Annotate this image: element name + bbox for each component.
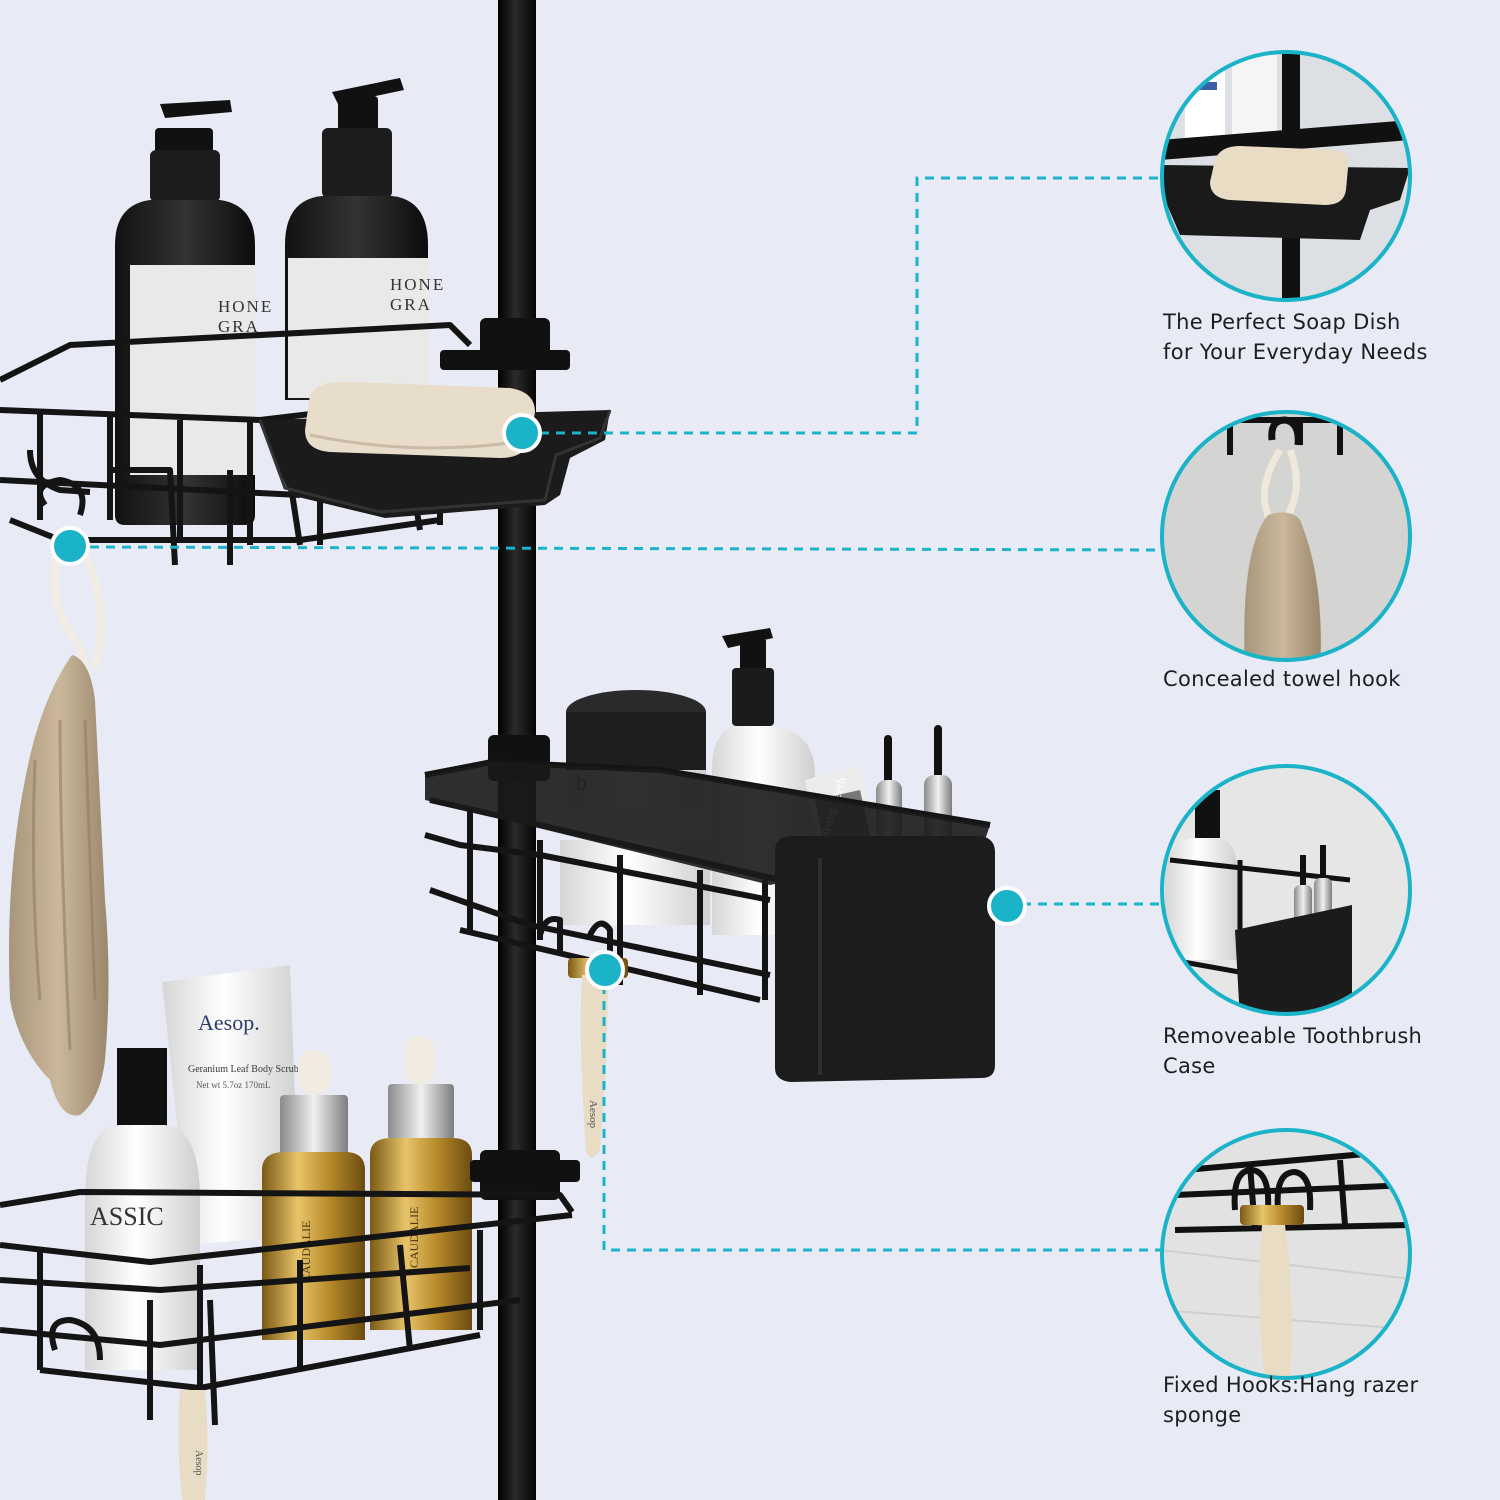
- detail-circle-soap-dish: [1160, 50, 1412, 302]
- bottle-label: HONE: [218, 297, 273, 316]
- callout-line-towel: [89, 545, 1161, 552]
- caption-line: sponge: [1163, 1403, 1242, 1427]
- caption-soap-dish: The Perfect Soap Dish for Your Everyday …: [1163, 307, 1463, 367]
- tube-brand: Aesop.: [198, 1010, 260, 1035]
- caption-toothbrush-case: Removeable Toothbrush Case: [1163, 1021, 1463, 1081]
- top-shelf-group: HONE GRA HONE GRA: [0, 78, 612, 566]
- razor-handle: [178, 1390, 208, 1500]
- caption-razor-hook: Fixed Hooks:Hang razer sponge: [1163, 1370, 1463, 1430]
- caption-line: for Your Everyday Needs: [1163, 340, 1428, 364]
- razor-label: Aesop: [193, 1450, 204, 1476]
- bottle-label: GRA: [390, 295, 432, 314]
- shelf-arm: [440, 350, 570, 370]
- dropper-bottle: CAUDALIE: [370, 1036, 472, 1330]
- callout-dot-towel: [50, 526, 90, 566]
- razor-label: Aesop: [587, 1100, 599, 1129]
- bottom-basket: [0, 1189, 575, 1426]
- caption-line: Concealed towel hook: [1163, 667, 1401, 691]
- hanging-towel: [9, 541, 109, 1116]
- pump-bottle-black: HONE GRA: [115, 100, 273, 525]
- bottle-label: ASSIC: [90, 1202, 164, 1231]
- pump-bottle-black: HONE GRA: [285, 78, 445, 400]
- bottle-label: HONE: [390, 275, 445, 294]
- detail-circle-towel-hook: [1160, 410, 1412, 662]
- caption-line: Fixed Hooks:Hang razer: [1163, 1373, 1419, 1397]
- detail-circle-razor-hook: [1160, 1128, 1412, 1380]
- shelf-arm: [470, 1160, 580, 1182]
- dropper-label: CAUDALIE: [407, 1207, 421, 1268]
- middle-shelf-group: b Strong Teeth: [424, 628, 995, 1158]
- callout-dot-hooks: [585, 950, 625, 990]
- callout-line-hooks: [602, 985, 1160, 1252]
- caption-line: Case: [1163, 1054, 1216, 1078]
- caption-towel-hook: Concealed towel hook: [1163, 664, 1463, 694]
- caption-line: Removeable Toothbrush: [1163, 1024, 1423, 1048]
- caption-line: The Perfect Soap Dish: [1163, 310, 1401, 334]
- tube-volume: Net wt 5.7oz 170mL: [196, 1080, 271, 1090]
- callout-dots: [50, 413, 1027, 990]
- tube-product: Geranium Leaf Body Scrub: [188, 1064, 299, 1075]
- callout-line-soap: [540, 176, 1175, 435]
- bottle-label: GRA: [218, 317, 260, 336]
- toothbrush-case: [775, 836, 995, 1082]
- white-bottle: ASSIC: [85, 1048, 200, 1370]
- bottom-shelf-group: Aesop. Geranium Leaf Body Scrub Net wt 5…: [0, 965, 580, 1500]
- callout-lines: [89, 176, 1175, 1252]
- callout-dot-toothbrush: [987, 886, 1027, 926]
- detail-circle-toothbrush-case: [1160, 764, 1412, 1016]
- callout-dot-soap: [502, 413, 542, 453]
- soap-dish: [258, 381, 612, 518]
